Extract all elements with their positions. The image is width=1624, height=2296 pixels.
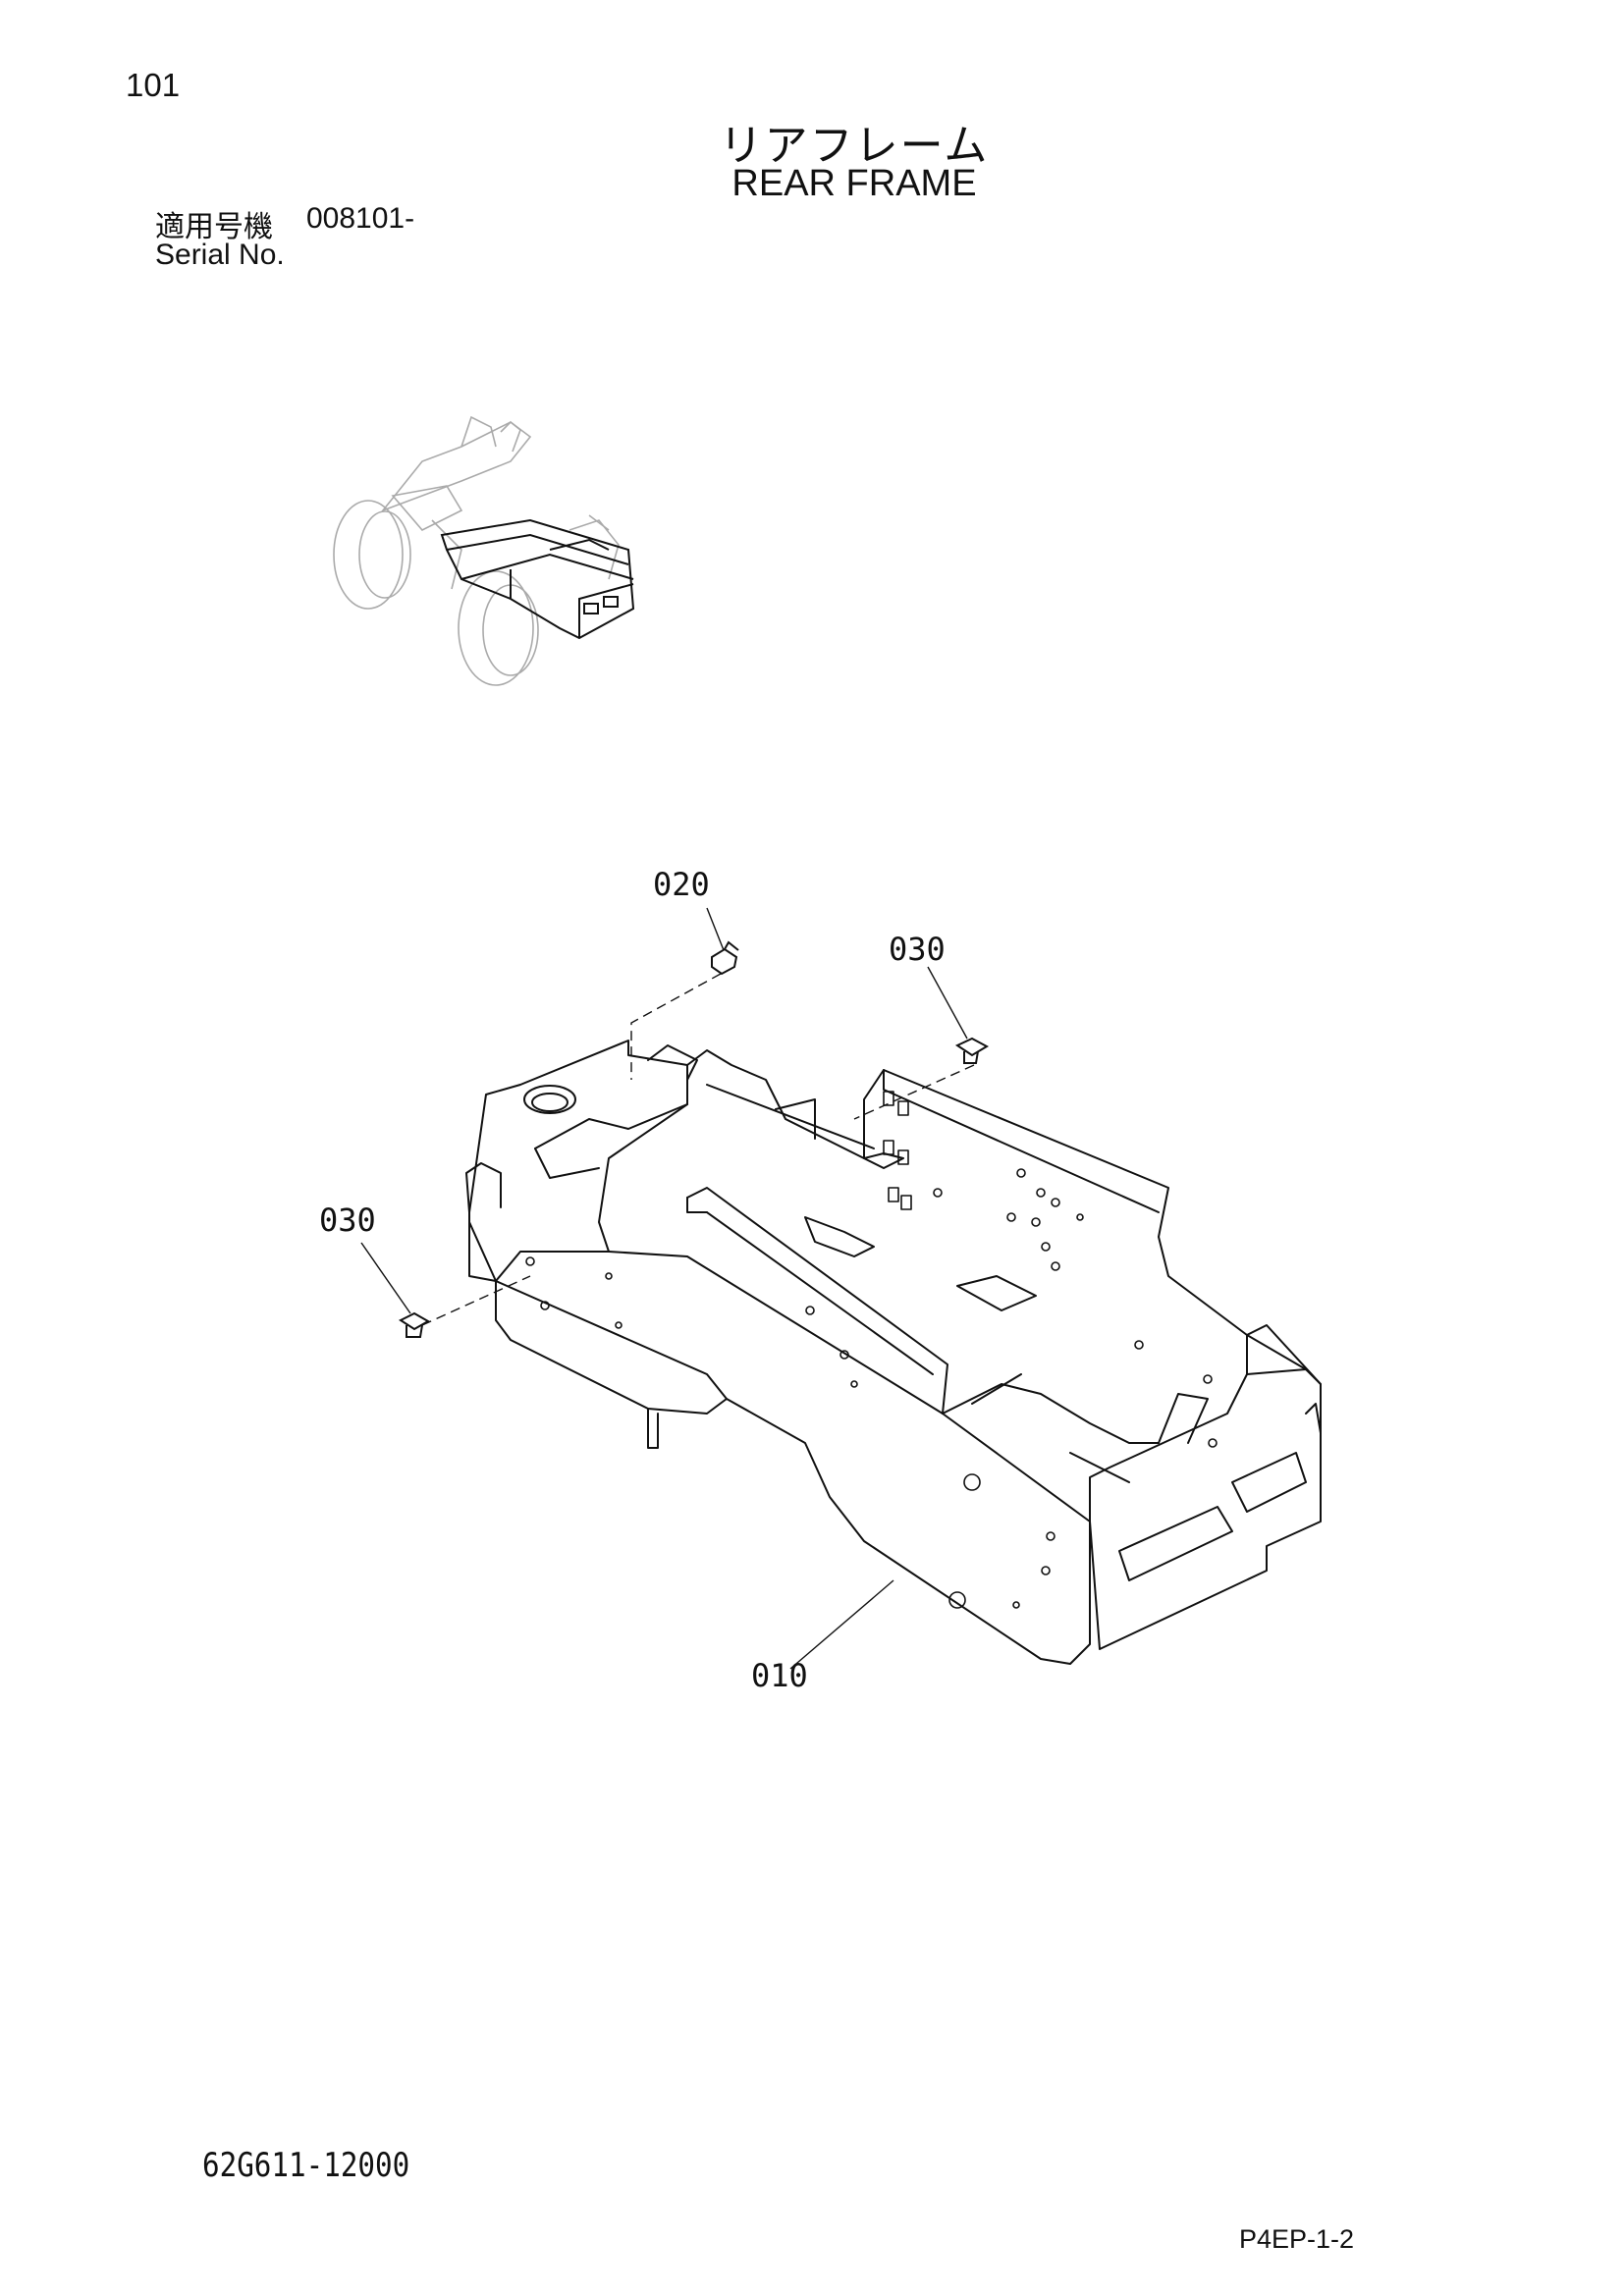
- leader-020-hidden: [630, 973, 722, 1080]
- highlighted-rear-frame-inset: [440, 518, 635, 640]
- machine-locator-inset: [333, 415, 620, 686]
- leader-030-upper: [927, 966, 968, 1040]
- leader-020: [706, 907, 725, 951]
- serial-label-japanese: 適用号機: [155, 211, 273, 243]
- rear-window-opening-right: [1231, 1452, 1307, 1513]
- serial-number-value: 008101-: [306, 202, 415, 235]
- leader-lines: [360, 907, 975, 1670]
- callout-030-upper: 030: [889, 931, 946, 968]
- pin-020: [711, 940, 739, 976]
- leader-030-side: [360, 1242, 411, 1314]
- leader-010: [789, 1579, 894, 1670]
- bolt-030-upper: [954, 1037, 990, 1064]
- mount-plate: [956, 1275, 1037, 1311]
- rear-window-opening-left: [1118, 1506, 1233, 1581]
- rear-frame-drawing: [465, 1040, 1322, 1665]
- main-side-wall: [495, 1251, 1091, 1665]
- center-channel: [686, 1187, 948, 1415]
- left-side-plate: [468, 1040, 688, 1282]
- serial-label-english: Serial No.: [155, 239, 285, 271]
- rear-wheel-shape: [458, 570, 534, 686]
- page-number: 101: [126, 67, 181, 103]
- callout-030-side: 030: [319, 1201, 376, 1239]
- title-japanese: リアフレーム: [719, 122, 990, 170]
- bolt-030-side: [398, 1311, 431, 1338]
- callout-020: 020: [653, 866, 710, 903]
- rear-end-plate: [1089, 1368, 1322, 1650]
- bearing-ring: [523, 1085, 576, 1114]
- page-code: P4EP-1-2: [1239, 2224, 1355, 2254]
- callout-010: 010: [751, 1657, 808, 1694]
- right-top-rail: [686, 1049, 1307, 1370]
- title-english: REAR FRAME: [731, 163, 977, 204]
- mounting-holes: [525, 1168, 1218, 1609]
- drawing-number: 62G611-12000: [202, 2146, 410, 2185]
- front-wheel-shape: [333, 500, 404, 610]
